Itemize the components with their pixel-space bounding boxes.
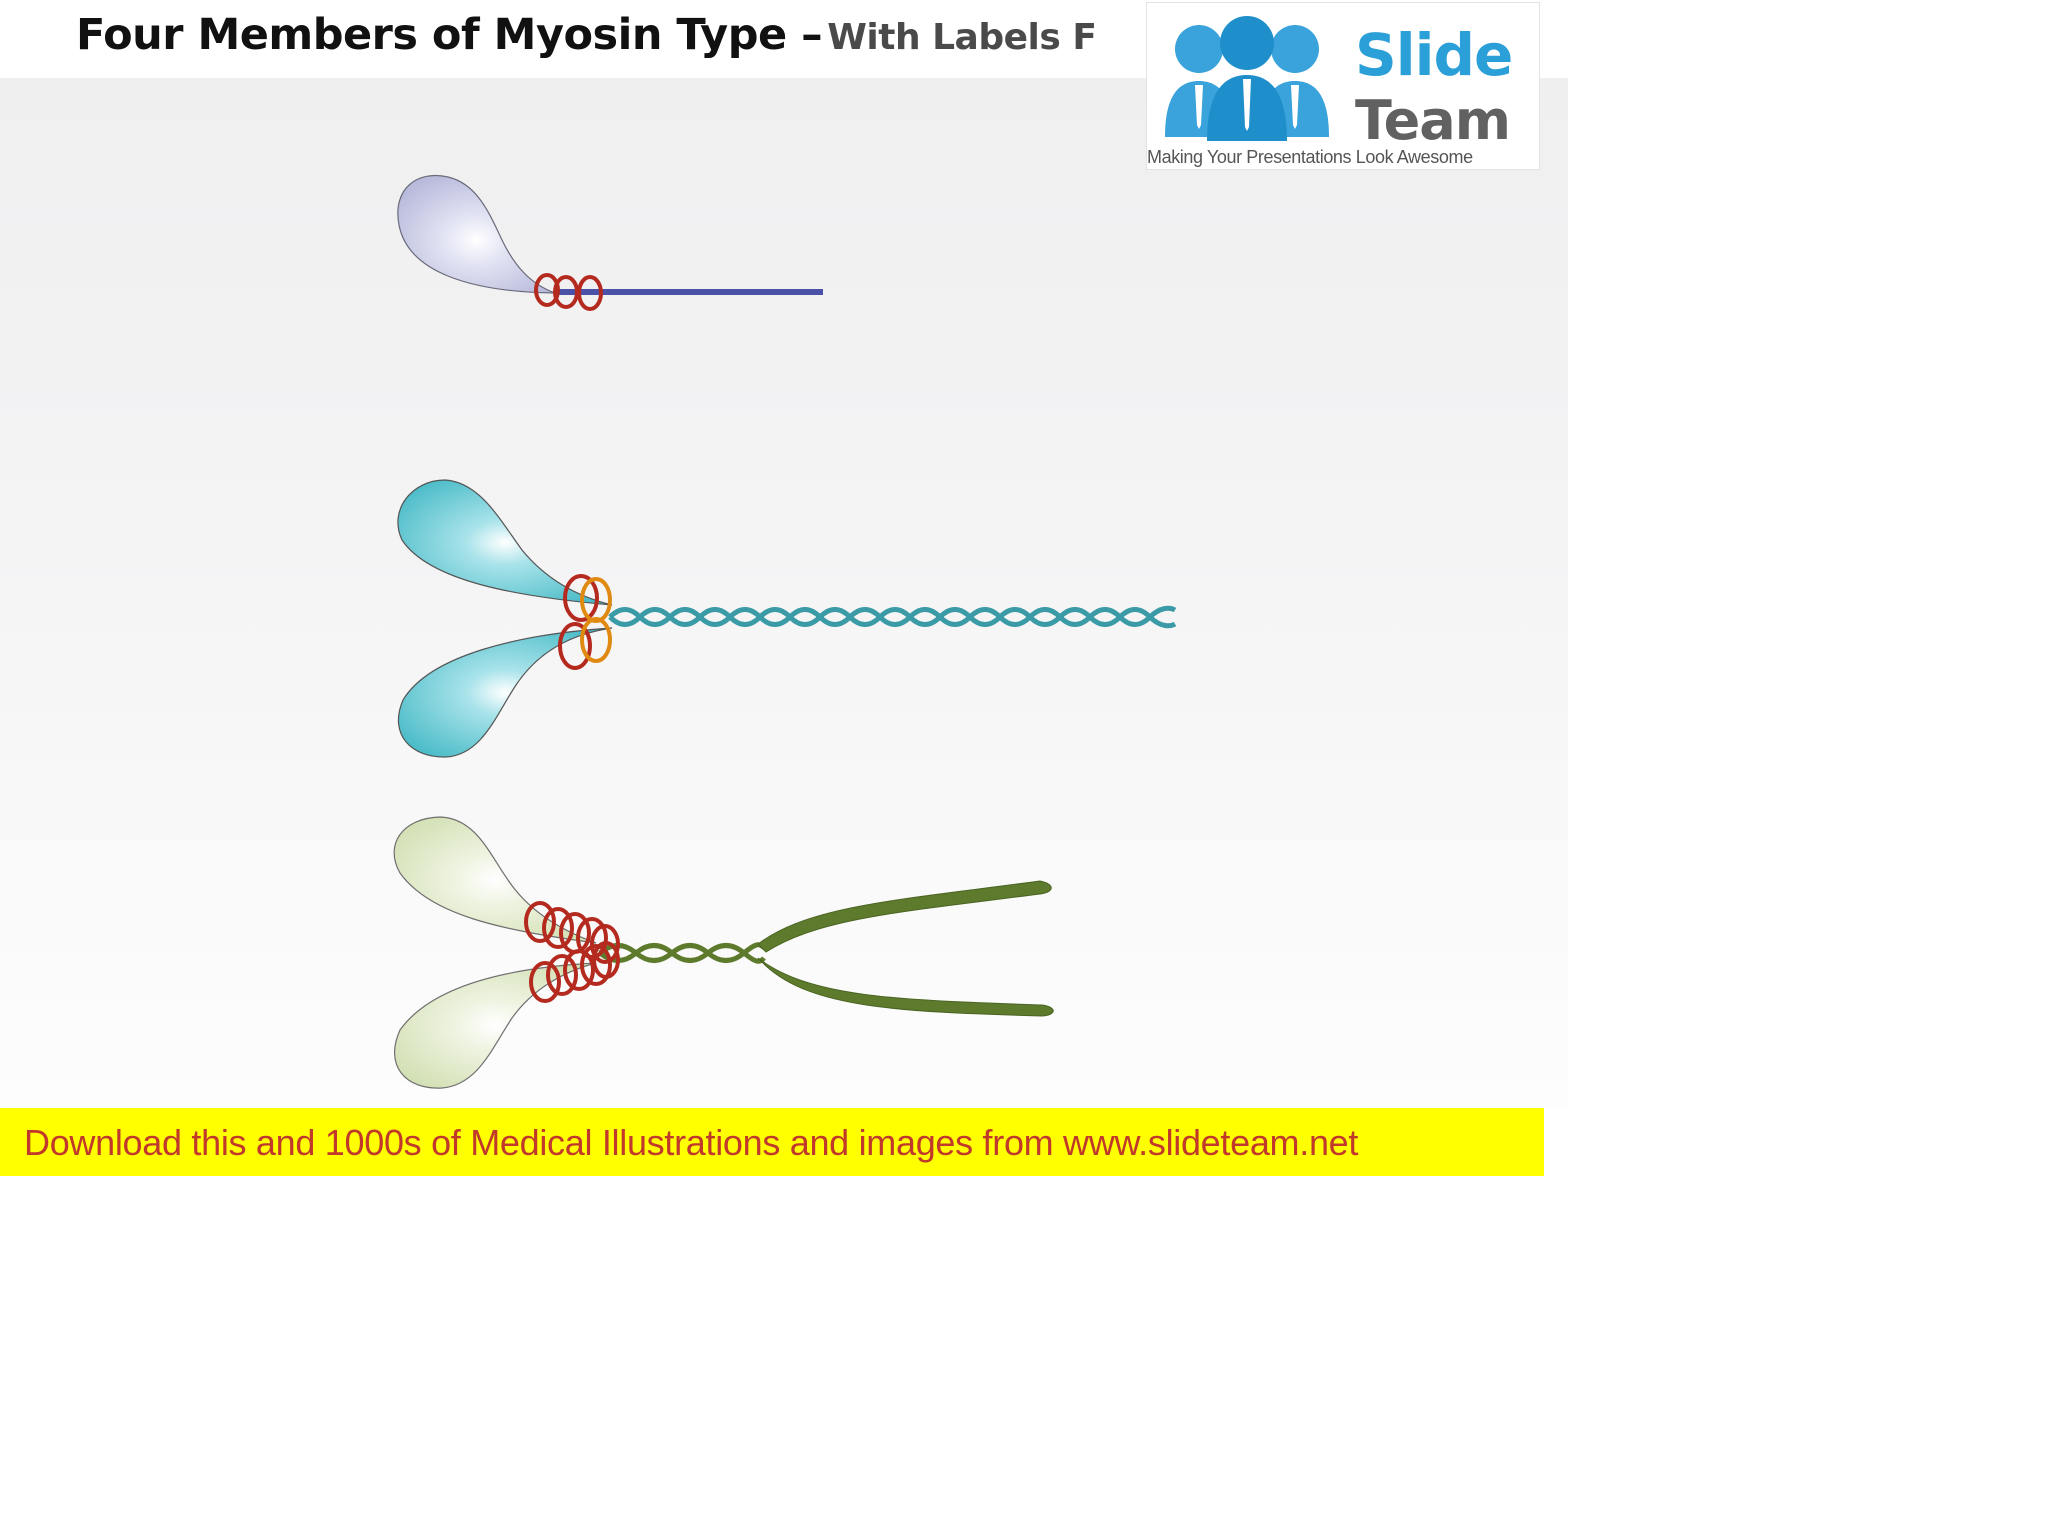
slideteam-logo: Slide Team Making Your Presentations Loo… <box>1146 2 1540 170</box>
myosin-2-head-upper <box>397 479 613 606</box>
myosin-3-light-chains <box>524 901 620 1003</box>
title-main: Four Members of Myosin Type – <box>76 10 823 60</box>
myosin-3-tail-fork-lower <box>757 957 1054 1017</box>
myosin-3-head-lower <box>394 962 597 1089</box>
download-banner[interactable]: Download this and 1000s of Medical Illus… <box>0 1108 1544 1176</box>
myosin-diagram <box>393 175 1177 1089</box>
myosin-1-light-chains <box>534 273 603 311</box>
myosin-1 <box>397 175 823 311</box>
myosin-3 <box>393 816 1054 1089</box>
myosin-3-tail-strand-a <box>598 942 766 963</box>
myosin-2-tail-strand-a <box>608 605 1177 627</box>
logo-tagline: Making Your Presentations Look Awesome <box>1147 147 1473 167</box>
logo-word-team: Team <box>1355 89 1511 152</box>
title-subtitle: With Labels F <box>827 17 1097 58</box>
myosin-1-head <box>397 175 556 294</box>
myosin-2 <box>397 479 1177 758</box>
myosin-2-light-chains <box>558 574 612 670</box>
myosin-3-tail-strand-b <box>598 943 766 964</box>
myosin-3-tail-fork-upper <box>757 880 1052 953</box>
myosin-3-head-upper <box>393 816 597 944</box>
three-people-icon <box>1165 16 1329 141</box>
myosin-2-head-lower <box>397 627 613 758</box>
page-title: Four Members of Myosin Type – With Label… <box>76 10 1097 60</box>
logo-word-slide: Slide <box>1355 21 1513 89</box>
myosin-2-tail-strand-b <box>608 607 1177 629</box>
download-banner-text[interactable]: Download this and 1000s of Medical Illus… <box>24 1122 1359 1163</box>
